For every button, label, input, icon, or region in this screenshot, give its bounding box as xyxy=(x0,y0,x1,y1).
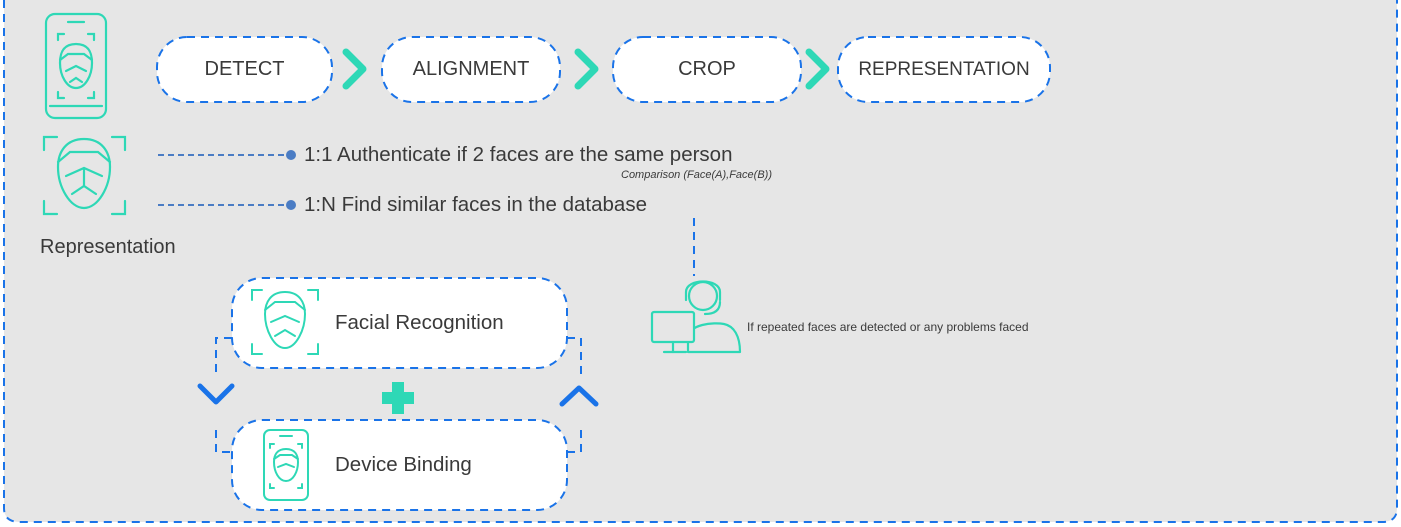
cycle-connector-right xyxy=(567,337,582,453)
cycle-box-facial-recognition xyxy=(231,277,568,369)
face-scan-icon xyxy=(251,289,319,355)
step-label-crop: CROP xyxy=(678,58,736,80)
step-box-crop xyxy=(612,36,802,103)
chevron-right-icon xyxy=(805,48,830,90)
step-box-detect xyxy=(156,36,333,103)
device-binding-label: Device Binding xyxy=(335,453,472,476)
cycle-connector-left xyxy=(215,337,232,453)
phone-face-icon xyxy=(263,429,309,501)
representation-label: Representation xyxy=(40,236,176,258)
one-to-one-text: 1:1 Authenticate if 2 faces are the same… xyxy=(304,143,733,166)
chevron-down-icon xyxy=(197,383,235,405)
bullet-dot xyxy=(286,150,296,160)
support-note: If repeated faces are detected or any pr… xyxy=(747,320,1029,334)
one-to-n-text: 1:N Find similar faces in the database xyxy=(304,193,647,216)
step-box-representation xyxy=(837,36,1051,103)
chevron-up-icon xyxy=(559,385,599,407)
step-label-detect: DETECT xyxy=(204,58,285,80)
facial-recognition-label: Facial Recognition xyxy=(335,311,504,334)
comparison-text: Comparison (Face(A),Face(B)) xyxy=(621,169,772,181)
chevron-right-icon xyxy=(574,48,599,90)
support-agent-icon xyxy=(650,280,742,354)
phone-face-icon xyxy=(44,12,108,120)
outer-frame xyxy=(3,0,1398,523)
step-box-alignment xyxy=(381,36,561,103)
plus-icon xyxy=(382,382,414,414)
step-label-alignment: ALIGNMENT xyxy=(412,58,530,80)
bullet-dot xyxy=(286,200,296,210)
face-scan-icon xyxy=(42,135,127,216)
chevron-right-icon xyxy=(342,48,367,90)
step-label-representation: REPRESENTATION xyxy=(858,58,1030,80)
cycle-box-device-binding xyxy=(231,419,568,511)
